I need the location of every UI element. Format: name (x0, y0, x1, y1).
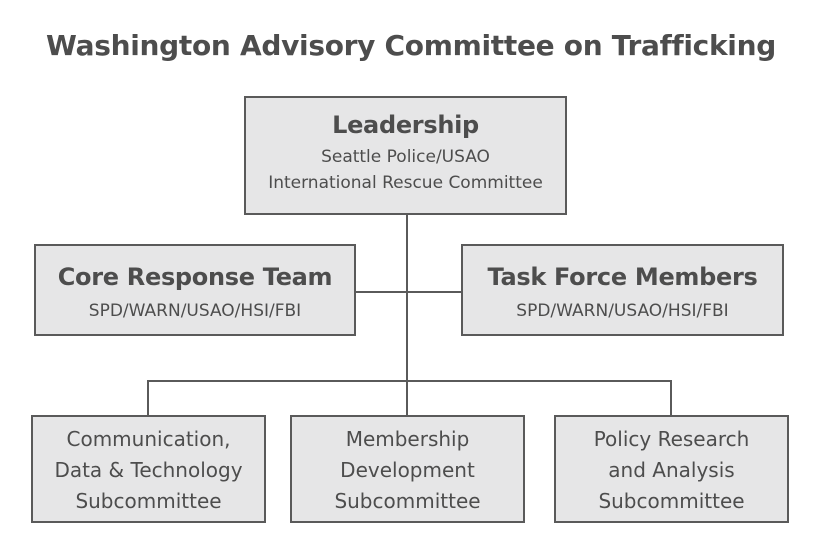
policy-research-subcommittee-box: Policy Research and Analysis Subcommitte… (554, 415, 789, 523)
task-force-members: SPD/WARN/USAO/HSI/FBI (516, 301, 729, 321)
core-response-heading: Core Response Team (57, 263, 333, 291)
subcommittee-line: Subcommittee (334, 489, 481, 513)
leadership-line: Seattle Police/USAO (321, 147, 490, 167)
core-response-members: SPD/WARN/USAO/HSI/FBI (88, 301, 302, 321)
subcommittee-line: and Analysis (608, 458, 735, 482)
task-force-heading: Task Force Members (487, 263, 758, 291)
subcommittee-line: Development (340, 458, 475, 482)
subcommittee-line: Subcommittee (75, 489, 222, 513)
subcommittee-line: Data & Technology (54, 458, 243, 482)
core-response-team-box: Core Response Team SPD/WARN/USAO/HSI/FBI (34, 244, 356, 336)
subcommittee-line: Policy Research (593, 427, 750, 451)
membership-subcommittee-box: Membership Development Subcommittee (290, 415, 525, 523)
task-force-members-box: Task Force Members SPD/WARN/USAO/HSI/FBI (461, 244, 784, 336)
subcommittee-line: Subcommittee (598, 489, 745, 513)
leadership-heading: Leadership (332, 111, 479, 139)
leadership-line: International Rescue Committee (268, 173, 543, 193)
leadership-box: Leadership Seattle Police/USAO Internati… (244, 96, 567, 215)
subcommittee-line: Membership (345, 427, 470, 451)
communication-subcommittee-box: Communication, Data & Technology Subcomm… (31, 415, 266, 523)
subcommittee-line: Communication, (66, 427, 231, 451)
diagram-title: Washington Advisory Committee on Traffic… (46, 29, 776, 62)
